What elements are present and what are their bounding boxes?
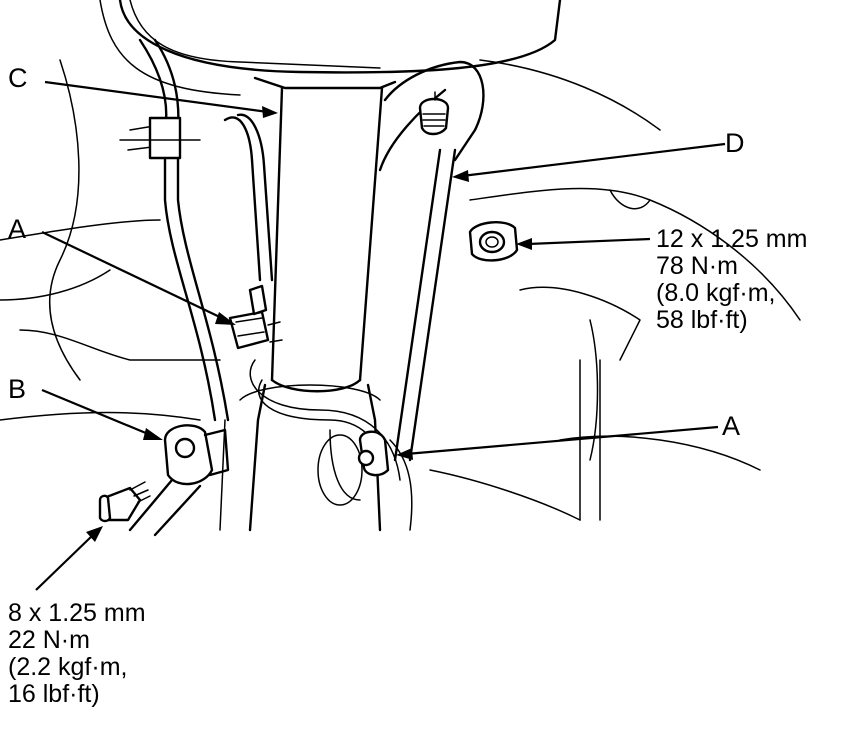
leader-b — [41, 388, 154, 438]
brake-hose — [119, 38, 413, 531]
bolt-torque-kgfm: (2.2 kgf·m, — [8, 653, 128, 681]
nut-torque-kgfm: (8.0 kgf·m, — [656, 279, 776, 307]
nut-torque-lbfft: 58 lbf·ft) — [656, 306, 748, 334]
callout-d: D — [725, 128, 745, 158]
leader-lines — [35, 80, 726, 591]
bolt-thread-size: 8 x 1.25 mm — [8, 599, 146, 627]
bolt-torque-spec: 8 x 1.25 mm 22 N·m (2.2 kgf·m, 16 lbf·ft… — [8, 600, 146, 708]
callout-b: B — [8, 374, 27, 404]
nut-thread-size: 12 x 1.25 mm — [656, 225, 808, 253]
nut-torque-spec: 12 x 1.25 mm 78 N·m (8.0 kgf·m, 58 lbf·f… — [656, 226, 807, 334]
leader-a-top — [41, 231, 227, 321]
lower-clamp — [357, 430, 390, 477]
callout-a-top: A — [8, 214, 27, 244]
leader-d — [461, 142, 726, 178]
bolt-torque-nm: 22 N·m — [8, 626, 90, 654]
callout-a-right: A — [722, 411, 741, 441]
nut-torque-nm: 78 N·m — [656, 252, 738, 280]
arrowhead-nut — [516, 238, 532, 250]
leader-c — [44, 80, 269, 114]
bolt — [98, 481, 151, 523]
upper-clamp — [228, 284, 283, 350]
arrowhead-d — [452, 170, 469, 182]
arrowhead-a-right — [396, 448, 413, 460]
stabilizer-link — [378, 60, 485, 462]
leader-bolt — [35, 533, 95, 591]
leader-nut — [527, 237, 651, 246]
callout-c: C — [8, 63, 28, 93]
leader-a-right — [405, 425, 719, 456]
arrowhead-bolt — [86, 526, 103, 542]
bolt-torque-lbfft: 16 lbf·ft) — [8, 680, 100, 708]
flange-nut — [468, 221, 519, 262]
arrowhead-c — [262, 106, 278, 118]
strut-assembly — [219, 76, 397, 532]
arrowhead-a-top — [215, 312, 236, 325]
arrowhead-b — [143, 428, 163, 440]
bracket — [128, 424, 230, 537]
